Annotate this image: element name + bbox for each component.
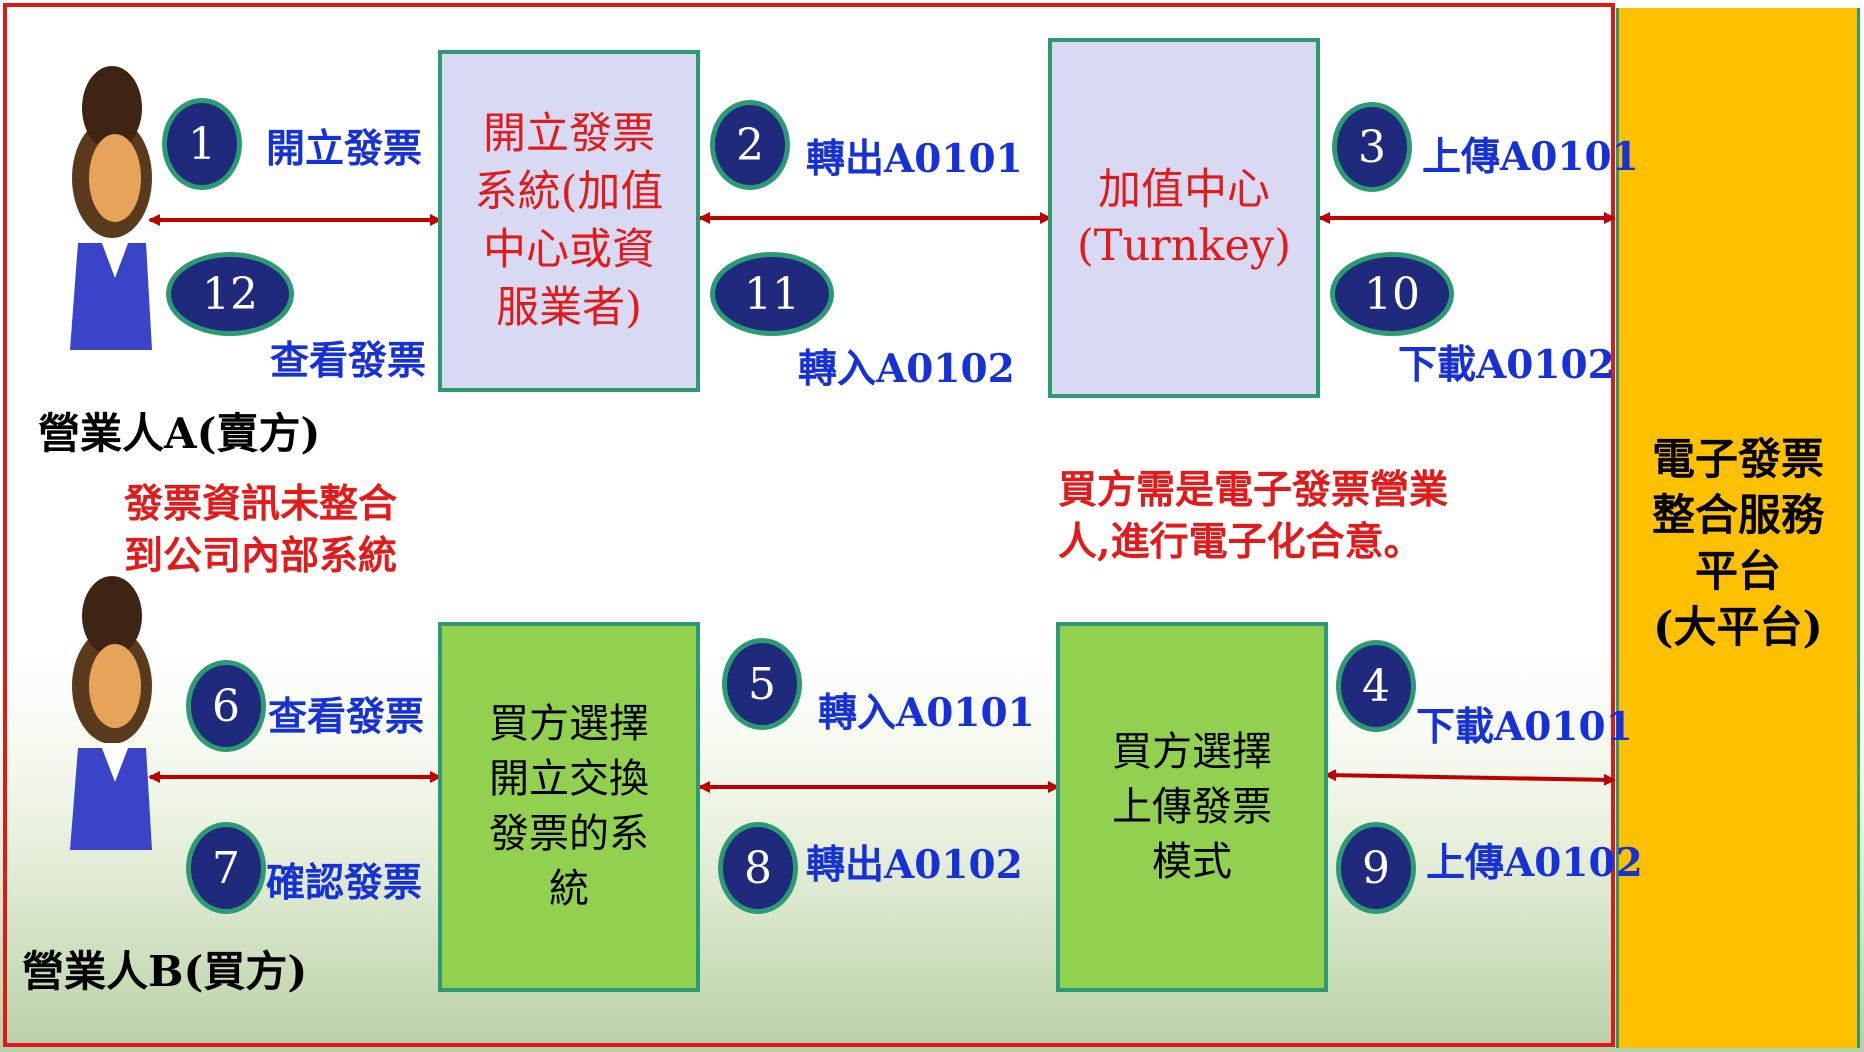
step-5-label: 轉入A0101 xyxy=(818,690,1035,736)
step-7-label: 確認發票 xyxy=(266,860,423,906)
arrow-upload-to-platform xyxy=(1324,769,1616,786)
step-2-circle: 2 xyxy=(710,100,790,190)
step-11-label: 轉入A0102 xyxy=(798,346,1015,392)
vas-center-box: 加值中心 (Turnkey) xyxy=(1048,38,1320,398)
vas-center-text: 加值中心 (Turnkey) xyxy=(1077,165,1291,271)
diagram-frame xyxy=(3,3,1615,1047)
buyer-exchange-system-text: 買方選擇 開立交換 發票的系 統 xyxy=(489,701,649,912)
note-not-integrated: 發票資訊未整合 到公司內部系統 xyxy=(124,481,398,579)
step-9-label: 上傳A0102 xyxy=(1426,840,1643,886)
issue-system-box: 開立發票 系統(加值 中心或資 服業者) xyxy=(438,50,700,392)
platform-panel: 電子發票 整合服務 平台 (大平台) xyxy=(1616,8,1860,1048)
step-5-circle: 5 xyxy=(722,638,802,730)
issue-system-text: 開立發票 系統(加值 中心或資 服業者) xyxy=(474,109,664,333)
step-10-circle: 10 xyxy=(1330,252,1454,336)
buyer-upload-mode-box: 買方選擇 上傳發票 模式 xyxy=(1056,622,1328,992)
step-8-label: 轉出A0102 xyxy=(806,842,1023,888)
step-2-label: 轉出A0101 xyxy=(806,136,1023,182)
platform-title: 電子發票 整合服務 平台 (大平台) xyxy=(1652,435,1824,653)
step-3-circle: 3 xyxy=(1332,102,1412,192)
buyer-upload-mode-text: 買方選擇 上傳發票 模式 xyxy=(1112,728,1272,885)
seller-label: 營業人A(賣方) xyxy=(38,409,321,458)
step-1-circle: 1 xyxy=(162,98,242,190)
step-6-circle: 6 xyxy=(186,660,266,752)
step-12-circle: 12 xyxy=(166,252,294,336)
step-11-circle: 11 xyxy=(710,252,834,336)
step-1-label: 開立發票 xyxy=(266,126,423,172)
step-4-circle: 4 xyxy=(1336,640,1416,732)
step-12-label: 查看發票 xyxy=(270,338,427,384)
step-6-label: 查看發票 xyxy=(268,694,425,740)
step-7-circle: 7 xyxy=(186,822,266,914)
step-10-label: 下載A0102 xyxy=(1398,342,1615,388)
buyer-exchange-system-box: 買方選擇 開立交換 發票的系 統 xyxy=(438,622,700,992)
step-3-label: 上傳A0101 xyxy=(1422,134,1639,180)
note-buyer-requirement: 買方需是電子發票營業 人,進行電子化合意。 xyxy=(1058,467,1449,565)
buyer-person-icon xyxy=(70,576,152,850)
buyer-label: 營業人B(買方) xyxy=(22,947,308,996)
step-9-circle: 9 xyxy=(1336,822,1416,914)
seller-person-icon xyxy=(70,66,152,350)
step-8-circle: 8 xyxy=(718,822,798,914)
step-4-label: 下載A0101 xyxy=(1416,704,1633,750)
